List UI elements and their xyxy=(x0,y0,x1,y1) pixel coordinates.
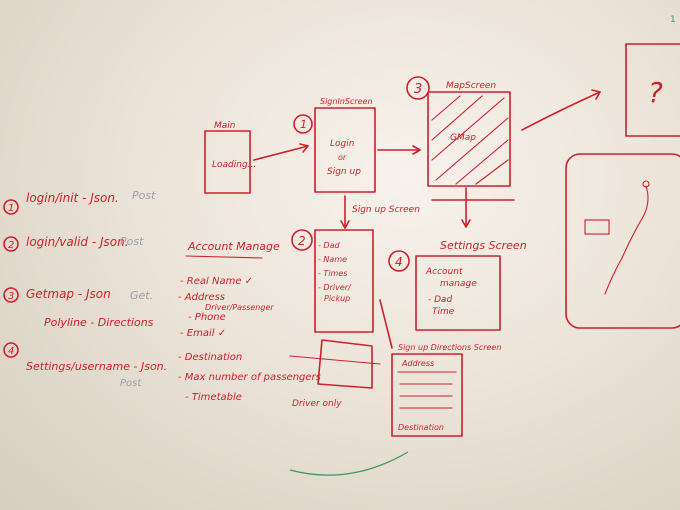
main-screen-box xyxy=(204,130,251,194)
signup-item: - Name xyxy=(318,255,347,264)
account-item: - Email ✓ xyxy=(180,328,226,339)
signup-screen-sketch: 2 - Dad - Name - Times - Driver/ Pickup xyxy=(291,229,393,349)
settings-line2: manage xyxy=(440,279,477,289)
settings-line3: - Dad xyxy=(428,295,453,305)
legend-num-4: 4 xyxy=(8,346,14,357)
unknown-mark: ? xyxy=(648,76,663,109)
legend-item-2: login/valid - Json. xyxy=(26,235,129,249)
legend-item-polyline: Polyline - Directions xyxy=(44,316,154,329)
map-screen-sketch: 3 MapScreen GMap xyxy=(406,76,601,228)
driver-only-label: Driver only xyxy=(292,399,342,409)
signin-num: 1 xyxy=(300,118,307,131)
signin-line3: Sign up xyxy=(327,167,361,177)
map-route xyxy=(604,185,649,295)
account-item: - Phone xyxy=(188,312,226,323)
main-screen-sketch: Main Loading... xyxy=(204,121,309,194)
arrow-head xyxy=(461,219,471,228)
signin-title: SignInScreen xyxy=(320,97,373,106)
arrow-head xyxy=(340,220,350,229)
signup-arrow-label: Sign up Screen xyxy=(352,205,420,215)
legend-circle-4 xyxy=(3,342,19,358)
settings-screen-sketch: 4 Settings Screen Account manage - Dad T… xyxy=(388,239,527,331)
directions-title: Sign up Directions Screen xyxy=(398,343,501,352)
account-title-underline xyxy=(185,255,263,259)
unknown-box xyxy=(625,43,680,137)
signup-directions-sketch: Sign up Directions Screen Address Destin… xyxy=(391,343,501,437)
legend-circle-1 xyxy=(3,199,19,215)
signin-num-circle xyxy=(293,114,313,134)
account-notes-title: Account Manage xyxy=(187,240,280,253)
driver-only-box xyxy=(317,339,373,389)
arrow-head xyxy=(412,145,421,155)
directions-box xyxy=(391,353,463,437)
green-arc xyxy=(289,451,409,476)
directions-top: Address xyxy=(401,359,434,368)
unknown-side-num: 1 xyxy=(670,15,676,25)
signup-num: 2 xyxy=(298,234,306,248)
settings-num: 4 xyxy=(395,255,403,269)
signup-box xyxy=(314,229,374,333)
account-item: - Destination xyxy=(178,352,242,363)
settings-title: Settings Screen xyxy=(440,239,527,252)
api-legend: 1 login/init - Json. Post 2 login/valid … xyxy=(3,189,167,389)
settings-line4: Time xyxy=(432,307,455,317)
legend-circle-3 xyxy=(3,287,19,303)
arrow-signup-to-directions xyxy=(379,299,393,349)
signin-screen-sketch: 1 SignInScreen Login or Sign up Sign up … xyxy=(293,97,421,229)
map-num-circle xyxy=(406,76,430,100)
account-item: - Timetable xyxy=(185,392,242,403)
signin-line2: or xyxy=(338,153,347,162)
legend-num-3: 3 xyxy=(8,291,14,302)
account-item: - Real Name ✓ xyxy=(180,276,253,287)
arrow-head xyxy=(591,89,601,100)
account-item: - Max number of passengers xyxy=(178,372,321,383)
directions-lines xyxy=(397,371,457,409)
arrow-map-to-unknown xyxy=(521,91,601,131)
legend-item-1: login/init - Json. xyxy=(26,191,119,205)
settings-box xyxy=(415,255,501,331)
map-drawing-frame xyxy=(565,153,680,329)
legend-item-3: Getmap - Json xyxy=(26,287,111,301)
driver-only-sketch: Driver only xyxy=(289,339,381,409)
legend-item-4: Settings/username - Json. xyxy=(26,360,167,373)
arrow-head xyxy=(299,143,309,153)
map-content: GMap xyxy=(450,133,476,143)
signin-line1: Login xyxy=(330,139,355,149)
legend-method-3: Get. xyxy=(130,289,153,302)
map-num: 3 xyxy=(414,82,422,97)
map-drawing-sketch xyxy=(565,153,680,329)
map-box xyxy=(427,91,511,187)
map-hatching xyxy=(431,95,509,185)
account-item: - Address xyxy=(178,292,225,303)
map-title: MapScreen xyxy=(446,81,496,91)
settings-num-circle xyxy=(388,250,410,272)
main-screen-title: Main xyxy=(214,121,236,131)
signup-num-circle xyxy=(291,229,313,251)
map-start-dot xyxy=(642,180,650,188)
account-notes: Account Manage - Real Name ✓ - Address D… xyxy=(178,240,321,403)
map-pin-box xyxy=(584,219,610,235)
unknown-screen-sketch: ? 1 xyxy=(625,15,680,137)
legend-method-1: Post xyxy=(132,189,156,202)
signup-item: - Dad xyxy=(318,241,340,250)
signin-box xyxy=(314,107,376,193)
legend-method-4: Post xyxy=(120,378,142,389)
signup-item: - Driver/ xyxy=(318,283,352,292)
legend-num-1: 1 xyxy=(8,203,14,214)
directions-bottom: Destination xyxy=(398,423,444,432)
arrow-main-to-signin xyxy=(253,145,309,161)
driver-line xyxy=(289,355,381,365)
settings-line1: Account xyxy=(425,267,463,277)
legend-method-2: Post xyxy=(120,235,144,248)
legend-circle-2 xyxy=(3,236,19,252)
signup-item: Pickup xyxy=(324,294,350,303)
legend-num-2: 2 xyxy=(8,240,14,251)
signup-item: - Times xyxy=(318,269,347,278)
main-screen-content: Loading... xyxy=(212,160,256,170)
account-item: Driver/Passenger xyxy=(205,303,274,312)
